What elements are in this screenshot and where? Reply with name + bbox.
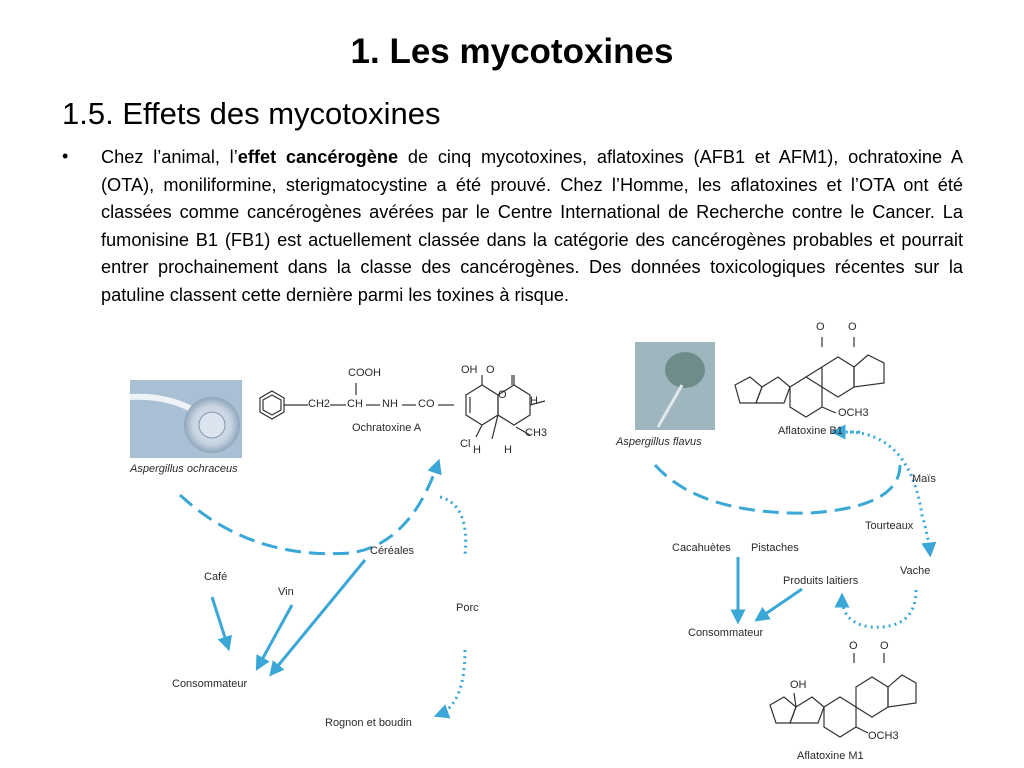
chem-ch3: CH3 [525,427,548,439]
toxin-name: Ochratoxine A [352,422,422,434]
slide-title: 1. Les mycotoxines [350,32,674,71]
dairy-arrow [754,587,803,622]
vin-arrow [255,604,294,671]
source-mais: Maïs [912,473,936,485]
cereales-arrow [269,559,367,677]
consumer-label: Consommateur [172,678,248,690]
source-porc: Porc [456,602,479,614]
chem-ch: CH [347,398,363,410]
source-vin: Vin [278,586,294,598]
b1-to-cow-arrow [849,430,937,558]
paragraph-text-end: de cinq mycotoxines, aflatoxines (AFB1 e… [101,147,963,305]
ochratoxin-structure-icon [259,375,546,440]
pork-arrow-top [439,495,468,556]
fungus-micrograph-ochraceus-icon [129,380,242,458]
figure-ochratoxin-drawing [129,375,546,719]
chem-o-m1-2: O [880,640,889,652]
bullet-paragraph: Chez l’animal, l’effet cancérogène de ci… [101,144,963,309]
organism-label: Aspergillus flavus [616,436,702,448]
toxin-b1-name: Aflatoxine B1 [778,425,843,437]
aflatoxin-b1-structure-icon [734,337,885,418]
toxin-m1-name: Aflatoxine M1 [797,750,864,762]
cafe-arrow [210,596,232,652]
source-pistaches: Pistaches [751,542,799,554]
source-cereales: Céréales [370,545,415,557]
source-cafe: Café [204,571,228,583]
paragraph-text-start: Chez l’animal, l’ [101,147,238,167]
chem-oh-m1: OH [790,679,807,691]
organism-label: Aspergillus ochraceus [130,463,238,475]
source-cacahuetes: Cacahuètes [672,542,731,554]
chem-o-b1-2: O [848,321,857,333]
chem-nh: NH [382,398,398,410]
paragraph-bold-term: effet cancérogène [237,147,399,167]
chem-o-carbonyl: O [486,364,495,376]
chem-cl: Cl [460,438,471,450]
figure-aflatoxin-drawing [635,337,937,738]
chem-och3-m1: OCH3 [868,730,899,742]
cow-to-milk-arrow [834,589,918,629]
aflatoxin-m1-structure-icon [769,653,917,738]
fungus-micrograph-flavus-icon [635,342,715,430]
source-produits-laitiers: Produits laitiers [783,575,859,587]
chem-o-b1-1: O [816,321,825,333]
chem-o-ring: O [498,389,507,401]
source-rognon: Rognon et boudin [325,717,412,729]
chem-och3-b1: OCH3 [838,407,869,419]
chem-h-bottom-2: H [504,444,512,456]
chem-h-top: H [530,395,538,407]
consumer-label: Consommateur [688,627,764,639]
chem-h-bottom-1: H [473,444,481,456]
chem-co: CO [418,398,435,410]
chem-oh: OH [461,364,478,376]
chem-o-m1-1: O [849,640,858,652]
bullet-icon: • [62,146,69,166]
pork-arrow-bottom [433,649,467,719]
source-vache: Vache [900,565,931,577]
figure-ochratoxin: Aspergillus ochraceus COOH CH2 CH NH CO … [120,355,560,740]
source-tourteaux: Tourteaux [865,520,914,532]
chem-ch2: CH2 [308,398,331,410]
cycle-arrow-right [653,463,902,515]
figure-aflatoxin: Aspergillus flavus O O OCH3 Aflatoxine B… [610,315,975,765]
cycle-arrow-left [178,458,442,556]
chem-cooh: COOH [348,367,381,379]
slide-subtitle: 1.5. Effets des mycotoxines [62,96,441,131]
